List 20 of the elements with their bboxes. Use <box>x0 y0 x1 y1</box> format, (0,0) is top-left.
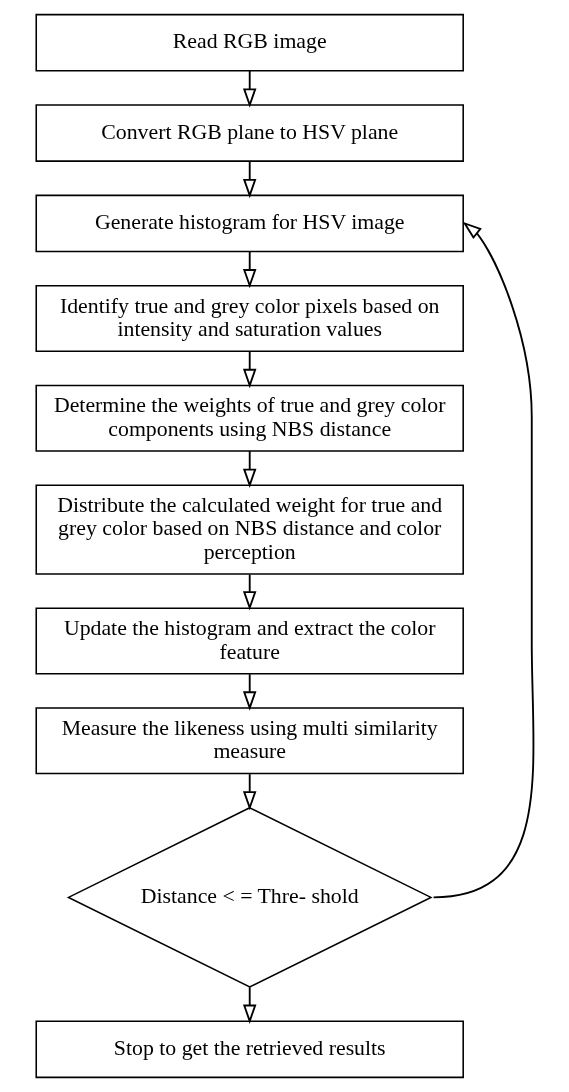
arrow <box>242 250 256 289</box>
node-box: Update the histogram and extract the color feature <box>34 607 464 675</box>
node-diamond: Distance < = Thre- shold <box>66 806 433 988</box>
arrow <box>242 450 256 488</box>
node-box: Read RGB image <box>34 13 464 72</box>
arrow <box>242 573 256 611</box>
node-box: Generate histogram for HSV image <box>34 194 464 253</box>
arrow <box>432 221 534 899</box>
node-box: Distribute the calculated weight for true and grey color based on NBS distance and color perception <box>34 484 464 575</box>
arrow <box>242 673 256 711</box>
node-box: Determine the weights of true and grey color components using NBS distance <box>34 384 464 452</box>
arrow <box>242 69 256 108</box>
node-box: Identify true and grey color pixels based on intensity and saturation values <box>34 285 464 352</box>
node-box: Convert RGB plane to HSV plane <box>34 104 464 162</box>
arrow <box>242 773 256 811</box>
node-box: Stop to get the retrieved results <box>34 1020 464 1079</box>
arrow <box>242 350 256 389</box>
node-box: Measure the likeness using multi similarity measure <box>34 707 464 775</box>
arrow <box>242 160 256 199</box>
arrow <box>242 986 256 1024</box>
